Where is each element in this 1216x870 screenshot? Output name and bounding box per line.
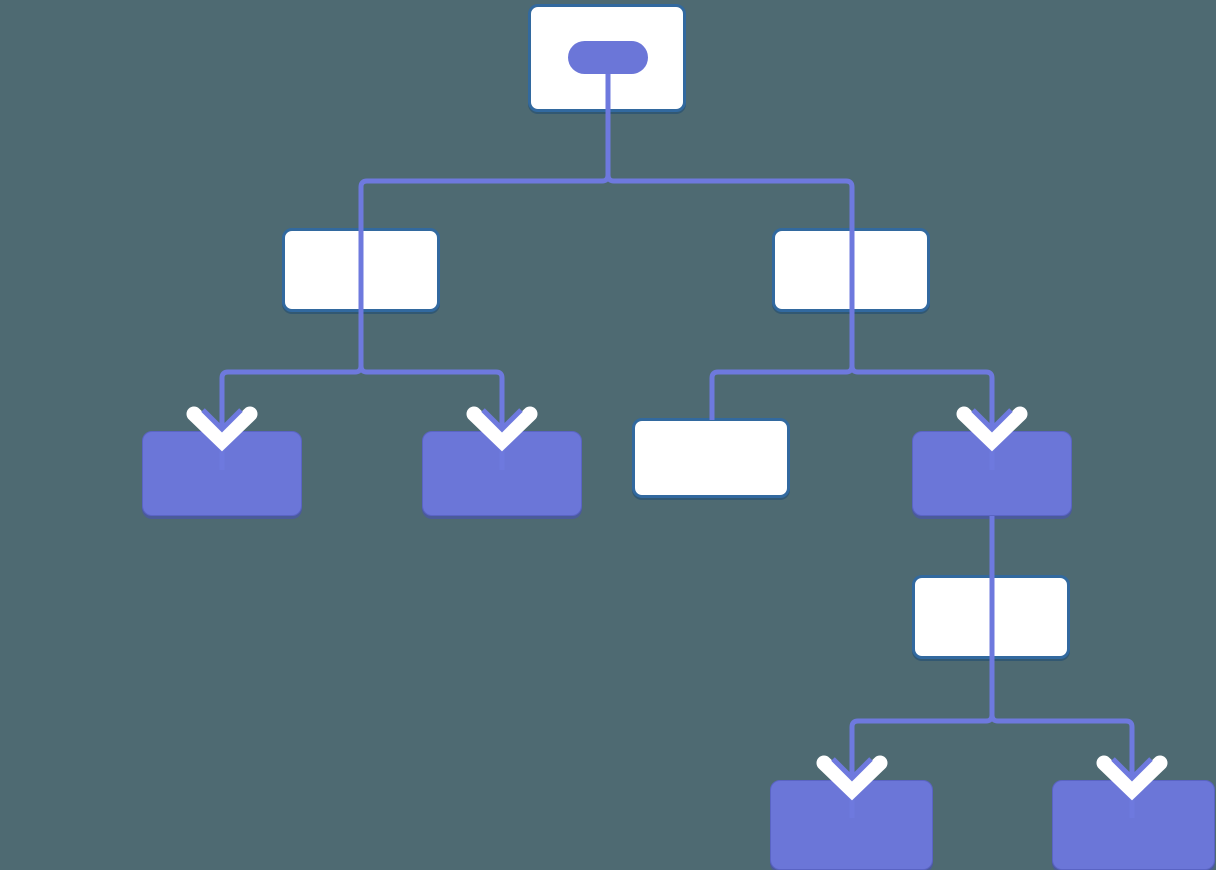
node-l3-a[interactable] [142, 431, 302, 516]
node-l3-d[interactable] [912, 431, 1072, 516]
node-l2-left[interactable] [282, 228, 440, 312]
node-l4-a[interactable] [912, 575, 1070, 659]
node-l5-a[interactable] [770, 780, 933, 870]
node-l3-c[interactable] [632, 418, 790, 498]
node-l3-b[interactable] [422, 431, 582, 516]
node-root-pill-badge [568, 41, 648, 74]
node-l5-b[interactable] [1052, 780, 1215, 870]
node-l2-right[interactable] [772, 228, 930, 312]
